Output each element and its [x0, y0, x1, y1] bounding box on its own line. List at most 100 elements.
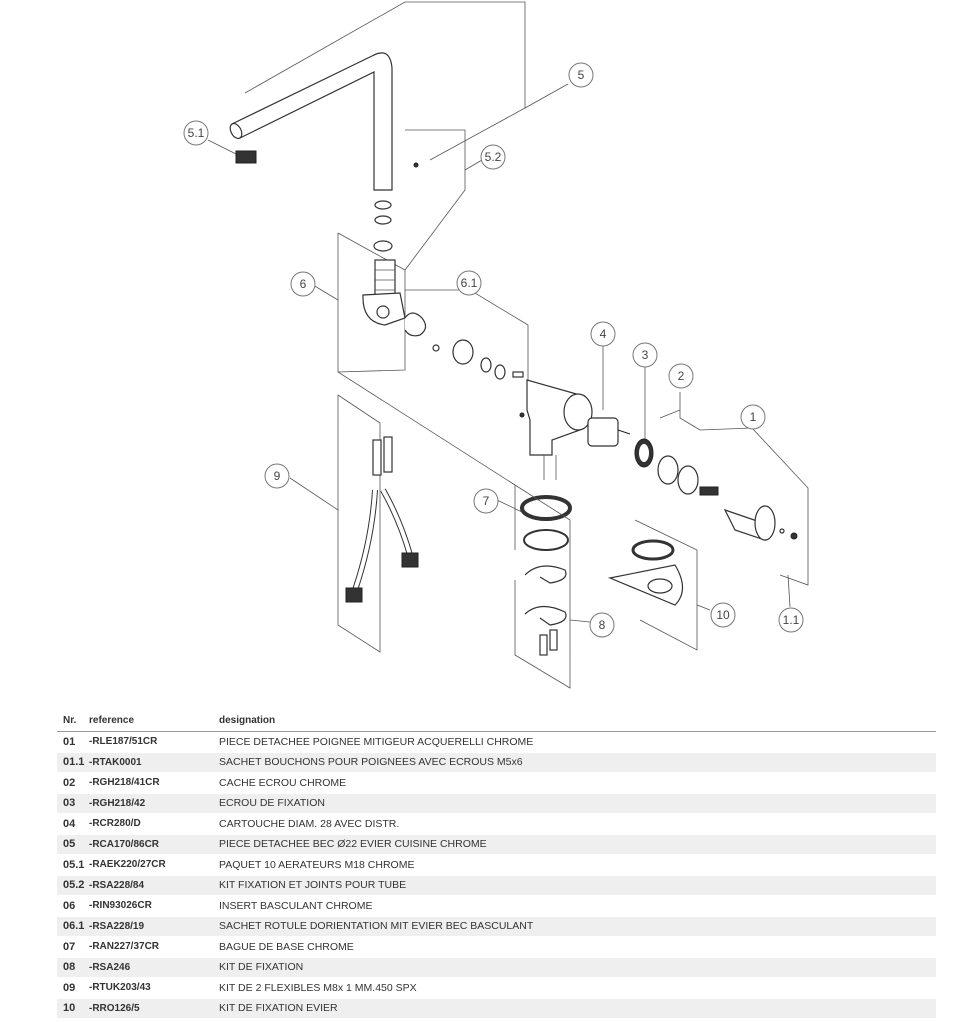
- part-reference: -RTAK0001: [89, 752, 213, 773]
- part-reference: -RSA228/19: [89, 916, 213, 937]
- callout-9: 9: [264, 463, 290, 489]
- part-designation: CARTOUCHE DIAM. 28 AVEC DISTR.: [213, 813, 936, 835]
- part-number: 06: [57, 895, 89, 917]
- exploded-view-diagram: 5.1 5.2 5 6 6.1 4 3 2 1 9 7 8: [183, 1, 809, 689]
- part-designation: KIT DE FIXATION: [213, 957, 936, 978]
- svg-text:5.1: 5.1: [188, 126, 205, 140]
- header-reference: reference: [89, 712, 213, 732]
- part-reference: -RSA228/84: [89, 875, 213, 896]
- cartridge-part-4: [587, 345, 631, 447]
- callout-1-1: 1.1: [778, 607, 804, 633]
- svg-text:8: 8: [599, 618, 606, 632]
- swivel-insert-part-6: [312, 232, 406, 373]
- svg-text:7: 7: [483, 494, 490, 508]
- part-reference: -RTUK203/43: [89, 977, 213, 999]
- callout-10: 10: [710, 602, 736, 628]
- handle-part-1: [699, 427, 809, 586]
- part-number: 02: [57, 772, 89, 794]
- part-designation: KIT DE 2 FLEXIBLES M8x 1 MM.450 SPX: [213, 977, 936, 999]
- part-designation: KIT FIXATION ET JOINTS POUR TUBE: [213, 875, 936, 896]
- part-reference: -RLE187/51CR: [89, 731, 213, 753]
- nut-cover-part-2: [657, 392, 701, 495]
- part-number: 09: [57, 977, 89, 999]
- part-number: 05.1: [57, 854, 89, 876]
- svg-text:4: 4: [600, 327, 607, 341]
- callout-5: 5: [568, 62, 594, 88]
- table-header-row: Nr. reference designation: [57, 712, 936, 732]
- svg-text:5.2: 5.2: [485, 150, 502, 164]
- part-designation: PAQUET 10 AERATEURS M18 CHROME: [213, 854, 936, 876]
- part-designation: INSERT BASCULANT CHROME: [213, 895, 936, 917]
- part-designation: KIT DE FIXATION EVIER: [213, 998, 936, 1019]
- part-number: 01: [57, 731, 89, 753]
- cap-part-1-1: [787, 574, 791, 608]
- part-reference: -RGH218/41CR: [89, 772, 213, 794]
- svg-text:6.1: 6.1: [461, 276, 478, 290]
- part-designation: BAGUE DE BASE CHROME: [213, 936, 936, 958]
- flexible-hoses-part-9: [289, 394, 419, 653]
- base-ring-part-7: [337, 371, 572, 551]
- part-number: 06.1: [57, 916, 89, 937]
- part-designation: CACHE ECROU CHROME: [213, 772, 936, 794]
- part-number: 01.1: [57, 752, 89, 773]
- spout-part-5: [229, 1, 569, 191]
- part-reference: -RRO126/5: [89, 998, 213, 1019]
- mixer-body: [519, 379, 593, 480]
- seal-kit-part-5-2: [373, 129, 483, 271]
- orientation-kit-part-6-1: [404, 289, 529, 380]
- part-reference: -RAEK220/27CR: [89, 854, 213, 876]
- part-designation: ECROU DE FIXATION: [213, 793, 936, 814]
- part-designation: PIECE DETACHEE POIGNEE MITIGEUR ACQUEREL…: [213, 731, 936, 753]
- callout-4: 4: [590, 321, 616, 347]
- part-reference: -RGH218/42: [89, 793, 213, 814]
- aerator-part-5-1: [207, 139, 257, 164]
- callout-5-2: 5.2: [480, 144, 506, 170]
- part-reference: -RAN227/37CR: [89, 936, 213, 958]
- part-designation: PIECE DETACHEE BEC Ø22 EVIER CUISINE CHR…: [213, 834, 936, 855]
- part-reference: -RSA246: [89, 957, 213, 978]
- part-reference: -RCR280/D: [89, 813, 213, 835]
- callout-6-1: 6.1: [456, 270, 482, 296]
- callout-2: 2: [668, 363, 694, 389]
- part-number: 05: [57, 834, 89, 855]
- part-designation: SACHET BOUCHONS POUR POIGNEES AVEC ECROU…: [213, 752, 936, 773]
- part-number: 05.2: [57, 875, 89, 896]
- callout-3: 3: [632, 342, 658, 368]
- svg-text:3: 3: [642, 348, 649, 362]
- part-number: 07: [57, 936, 89, 958]
- callout-6: 6: [290, 271, 316, 297]
- callout-5-1: 5.1: [183, 120, 209, 146]
- svg-text:5: 5: [578, 68, 585, 82]
- svg-text:10: 10: [716, 608, 730, 622]
- svg-text:1.1: 1.1: [783, 613, 800, 627]
- part-number: 03: [57, 793, 89, 814]
- svg-text:2: 2: [678, 369, 685, 383]
- header-designation: designation: [213, 712, 936, 732]
- svg-text:6: 6: [300, 277, 307, 291]
- sink-fixing-part-10: [607, 519, 711, 651]
- callout-1: 1: [740, 404, 766, 430]
- svg-text:9: 9: [274, 469, 281, 483]
- svg-text:1: 1: [750, 410, 757, 424]
- part-number: 04: [57, 813, 89, 835]
- header-nr: Nr.: [57, 712, 89, 732]
- part-reference: -RCA170/86CR: [89, 834, 213, 855]
- part-designation: SACHET ROTULE DORIENTATION MIT EVIER BEC…: [213, 916, 936, 937]
- callout-7: 7: [473, 488, 499, 514]
- part-number: 10: [57, 998, 89, 1019]
- fixing-kit-part-8: [514, 484, 591, 689]
